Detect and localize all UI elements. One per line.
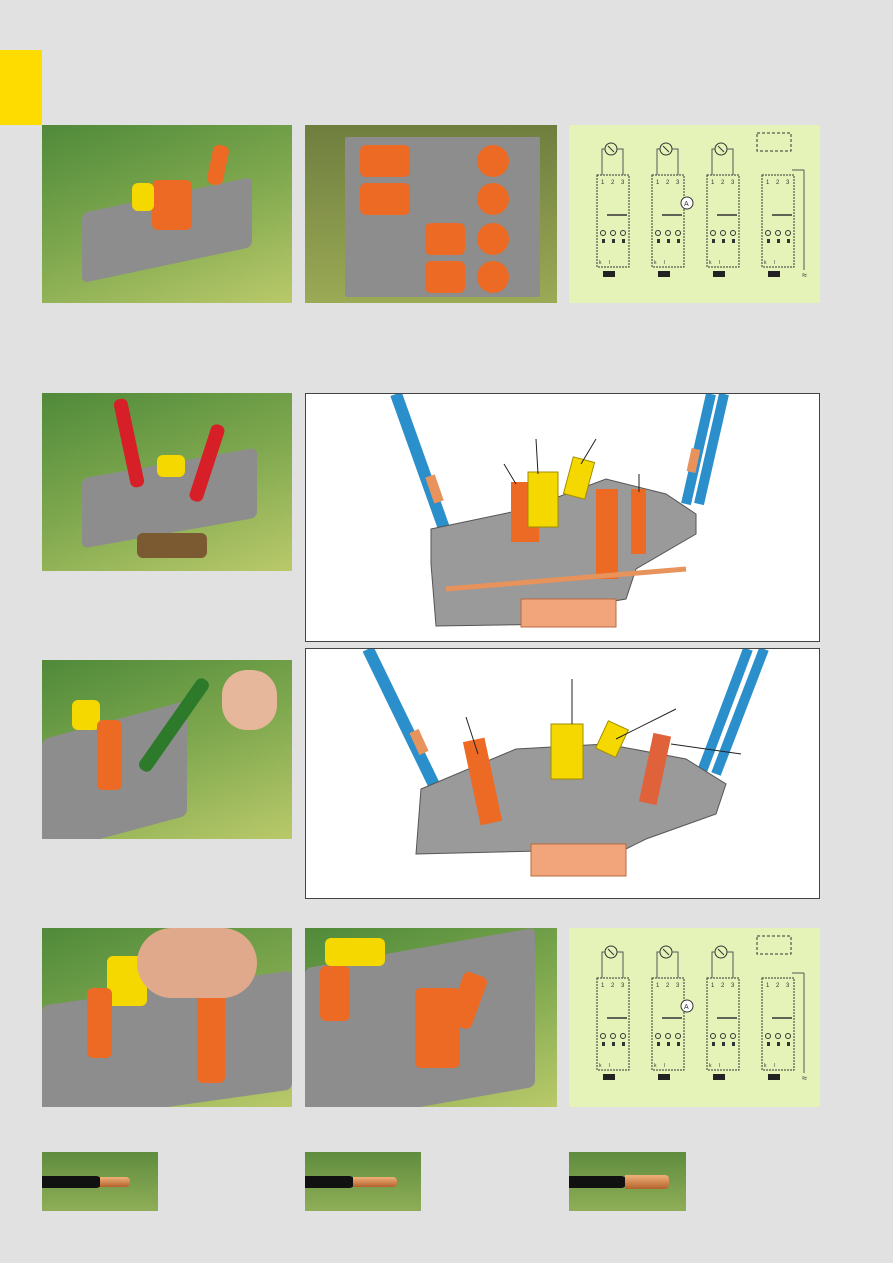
photo-terminal-block-with-plugs bbox=[42, 125, 292, 303]
bottom-label: l bbox=[664, 260, 665, 266]
terminal-number: 1 bbox=[766, 983, 770, 989]
yellow-test-plug bbox=[527, 471, 559, 528]
blue-wire-left bbox=[390, 391, 452, 537]
bottom-label: k bbox=[709, 1063, 712, 1069]
terminal-number: 3 bbox=[621, 180, 625, 186]
terminal-number: 1 bbox=[711, 983, 715, 989]
bottom-label: k bbox=[709, 260, 712, 266]
terminal-number: 2 bbox=[776, 983, 780, 989]
orange-actuator bbox=[631, 489, 646, 554]
bottom-label: k bbox=[764, 260, 767, 266]
ammeter-label: A bbox=[684, 201, 689, 208]
orange-plug-socket bbox=[596, 489, 618, 579]
terminal-number: 1 bbox=[711, 180, 715, 186]
bottom-label: k bbox=[654, 260, 657, 266]
bottom-label: k bbox=[654, 1063, 657, 1069]
section-color-tab bbox=[0, 50, 42, 125]
connector-block bbox=[658, 1074, 670, 1080]
orange-disconnect-open bbox=[638, 732, 672, 806]
terminal-number: 2 bbox=[666, 983, 670, 989]
terminal-number: 3 bbox=[786, 983, 790, 989]
terminal-number: 3 bbox=[676, 180, 680, 186]
din-rail bbox=[520, 598, 617, 628]
leader-lines bbox=[503, 438, 640, 492]
bottom-label: l bbox=[609, 260, 610, 266]
yellow-test-plug bbox=[550, 723, 584, 780]
terminal-number: 3 bbox=[676, 983, 680, 989]
bottom-label: l bbox=[609, 1063, 610, 1069]
terminal-number: 3 bbox=[786, 180, 790, 186]
bottom-label: l bbox=[719, 260, 720, 266]
terminal-number: 1 bbox=[601, 983, 605, 989]
photo-fine-stranded-conductor bbox=[569, 1152, 686, 1211]
ac-symbol: ≈ bbox=[802, 270, 807, 280]
terminal-number: 3 bbox=[731, 180, 735, 186]
connector-block bbox=[603, 271, 615, 277]
blue-wire-right bbox=[696, 647, 769, 776]
photo-multi-level-terminals bbox=[305, 928, 557, 1107]
bottom-label: l bbox=[719, 1063, 720, 1069]
bottom-label: k bbox=[764, 1063, 767, 1069]
connector-block bbox=[713, 1074, 725, 1080]
cutaway-diagram-disconnect-open bbox=[305, 646, 820, 899]
bottom-label: k bbox=[599, 1063, 602, 1069]
ammeter-label: A bbox=[684, 1004, 689, 1011]
terminal-number: 3 bbox=[731, 983, 735, 989]
device-box bbox=[756, 132, 792, 152]
bottom-label: l bbox=[774, 1063, 775, 1069]
terminal-number: 1 bbox=[656, 180, 660, 186]
device-box bbox=[756, 935, 792, 955]
connector-block bbox=[713, 271, 725, 277]
connector-block bbox=[768, 1074, 780, 1080]
terminal-number: 3 bbox=[621, 983, 625, 989]
yellow-lever bbox=[595, 720, 629, 758]
bottom-label: l bbox=[774, 260, 775, 266]
terminal-block-body bbox=[430, 478, 697, 627]
connector-block bbox=[768, 271, 780, 277]
terminal-number: 2 bbox=[721, 180, 725, 186]
bottom-label: l bbox=[664, 1063, 665, 1069]
photo-solid-conductor bbox=[42, 1152, 158, 1211]
bottom-label: k bbox=[599, 260, 602, 266]
current-bar bbox=[445, 566, 687, 592]
photo-wire-insertion bbox=[42, 660, 292, 839]
terminal-number: 2 bbox=[611, 983, 615, 989]
din-rail bbox=[530, 843, 627, 877]
cutaway-diagram-disconnect-closed bbox=[305, 391, 820, 642]
connector-block bbox=[603, 1074, 615, 1080]
terminal-number: 2 bbox=[721, 983, 725, 989]
photo-stranded-conductor bbox=[305, 1152, 421, 1211]
terminal-number: 1 bbox=[656, 983, 660, 989]
terminal-number: 1 bbox=[766, 180, 770, 186]
photo-lever-operation bbox=[42, 928, 292, 1107]
terminal-number: 2 bbox=[666, 180, 670, 186]
leader-lines bbox=[465, 679, 742, 755]
ammeter-icon bbox=[680, 999, 694, 1013]
terminal-number: 2 bbox=[611, 180, 615, 186]
photo-test-plugs-inserted bbox=[42, 393, 292, 571]
terminal-number: 1 bbox=[601, 180, 605, 186]
blue-wire-left bbox=[362, 646, 442, 792]
connector-block bbox=[658, 271, 670, 277]
photo-terminal-block-top-view bbox=[305, 125, 557, 303]
ac-symbol: ≈ bbox=[802, 1073, 807, 1083]
terminal-number: 2 bbox=[776, 180, 780, 186]
orange-lever-left bbox=[462, 737, 503, 826]
blue-wire-right bbox=[681, 392, 729, 506]
ammeter-icon bbox=[680, 196, 694, 210]
